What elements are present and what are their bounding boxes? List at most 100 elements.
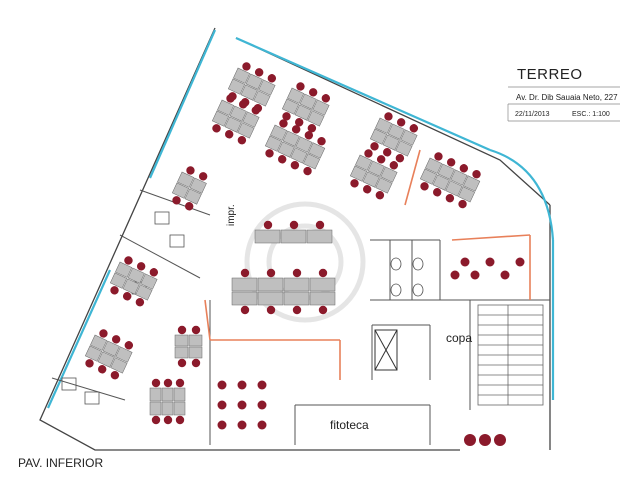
chair — [226, 94, 235, 103]
chair — [294, 118, 304, 127]
chair — [175, 415, 185, 425]
chair — [500, 270, 510, 280]
desk — [367, 160, 385, 177]
chair — [110, 370, 120, 380]
desk — [258, 79, 276, 96]
plan-title: TERREO — [517, 66, 583, 83]
desk — [140, 273, 158, 290]
room-label-fitoteca: fitoteca — [330, 418, 369, 432]
chair — [237, 420, 247, 430]
chair — [382, 148, 392, 157]
glass-facade — [46, 29, 555, 409]
desk — [387, 123, 405, 140]
desk — [189, 177, 207, 194]
workstation-cluster — [149, 378, 186, 425]
chair — [257, 420, 267, 430]
chair — [122, 292, 132, 301]
desk — [282, 130, 300, 147]
chair — [420, 182, 429, 191]
desk — [231, 291, 258, 306]
chair — [290, 160, 300, 170]
chair — [124, 341, 134, 350]
chair — [460, 257, 470, 267]
interior-walls — [51, 189, 550, 445]
desk — [227, 78, 246, 95]
desk — [173, 401, 186, 416]
chair — [238, 100, 248, 109]
desk — [231, 277, 258, 292]
desk — [270, 124, 288, 141]
chair — [163, 378, 173, 388]
desk — [382, 134, 400, 151]
desk — [102, 340, 120, 357]
chair — [184, 202, 194, 211]
chair — [396, 118, 406, 127]
desk — [309, 277, 336, 292]
room-label-copa: copa — [446, 331, 473, 345]
chair — [395, 153, 405, 163]
workstation-cluster — [369, 112, 419, 163]
chair — [450, 270, 460, 280]
chair — [151, 415, 161, 425]
desk — [97, 351, 115, 368]
workstation-cluster — [264, 119, 326, 176]
desk — [188, 346, 203, 359]
plan-scale: ESC.: 1:100 — [572, 111, 610, 118]
desk — [109, 272, 128, 289]
chair — [237, 135, 247, 145]
desk — [349, 165, 368, 182]
chair — [321, 94, 331, 103]
chair — [237, 400, 247, 410]
chair — [212, 124, 221, 133]
chair — [265, 149, 274, 158]
desk — [161, 401, 174, 416]
desk — [115, 261, 133, 278]
desk — [149, 387, 162, 402]
chair — [266, 305, 276, 315]
room-label-impr: impr. — [226, 204, 237, 226]
workstation-cluster — [227, 62, 277, 113]
desk — [254, 229, 281, 244]
desk — [173, 387, 186, 402]
chair — [110, 286, 119, 295]
title-block — [507, 86, 620, 122]
workstation-cluster — [281, 82, 331, 133]
stairs — [477, 304, 544, 406]
desk — [295, 136, 313, 153]
chair — [464, 434, 476, 446]
desk — [380, 166, 398, 183]
chair — [240, 268, 250, 278]
chair — [307, 123, 317, 133]
desk — [171, 182, 190, 199]
desk — [127, 267, 145, 284]
chair — [432, 188, 442, 197]
desk — [115, 346, 133, 363]
chair — [254, 68, 264, 77]
furniture — [84, 62, 525, 446]
chair — [175, 378, 185, 388]
chair — [263, 220, 273, 230]
floor-label: PAV. INFERIOR — [18, 456, 104, 470]
chair — [485, 257, 495, 267]
chair — [224, 130, 234, 139]
desk — [174, 334, 189, 347]
chair — [135, 297, 145, 307]
bathroom-fixtures — [61, 211, 424, 405]
desk — [84, 345, 103, 362]
desk — [283, 291, 310, 306]
chair — [296, 82, 305, 91]
chair — [470, 270, 480, 280]
chair — [350, 179, 359, 188]
desk — [281, 98, 300, 115]
chair — [217, 420, 227, 430]
chair — [384, 112, 393, 121]
desk — [135, 284, 153, 301]
chair — [198, 172, 208, 181]
desk — [242, 111, 260, 128]
desk — [240, 84, 258, 101]
chair — [479, 434, 491, 446]
chair — [292, 305, 302, 315]
desk — [233, 67, 251, 84]
plan-address: Av. Dr. Dib Sauaia Neto, 227 — [516, 93, 618, 102]
